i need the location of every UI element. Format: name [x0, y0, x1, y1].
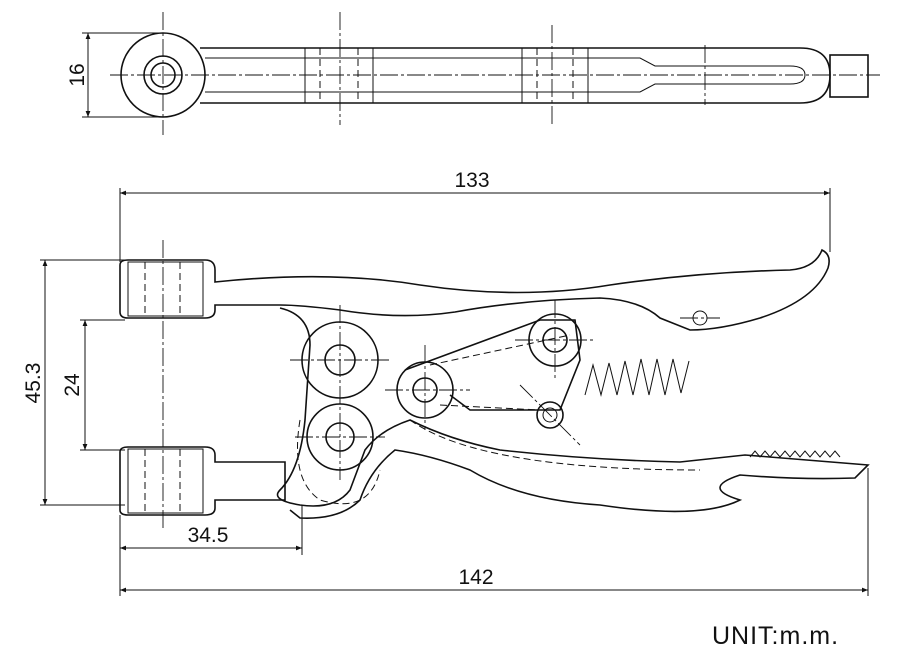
unit-label: UNIT:m.m.	[712, 622, 840, 650]
dimension-45-3: 45.3	[22, 363, 45, 404]
dimension-142: 142	[458, 566, 493, 589]
top-view: 16	[66, 12, 880, 135]
dimension-34-5: 34.5	[188, 524, 229, 547]
dimension-16: 16	[66, 63, 89, 86]
dimension-133: 133	[454, 169, 489, 192]
side-view: 133 45.3 24 34.5 142	[22, 169, 870, 596]
dimension-24: 24	[61, 373, 84, 397]
